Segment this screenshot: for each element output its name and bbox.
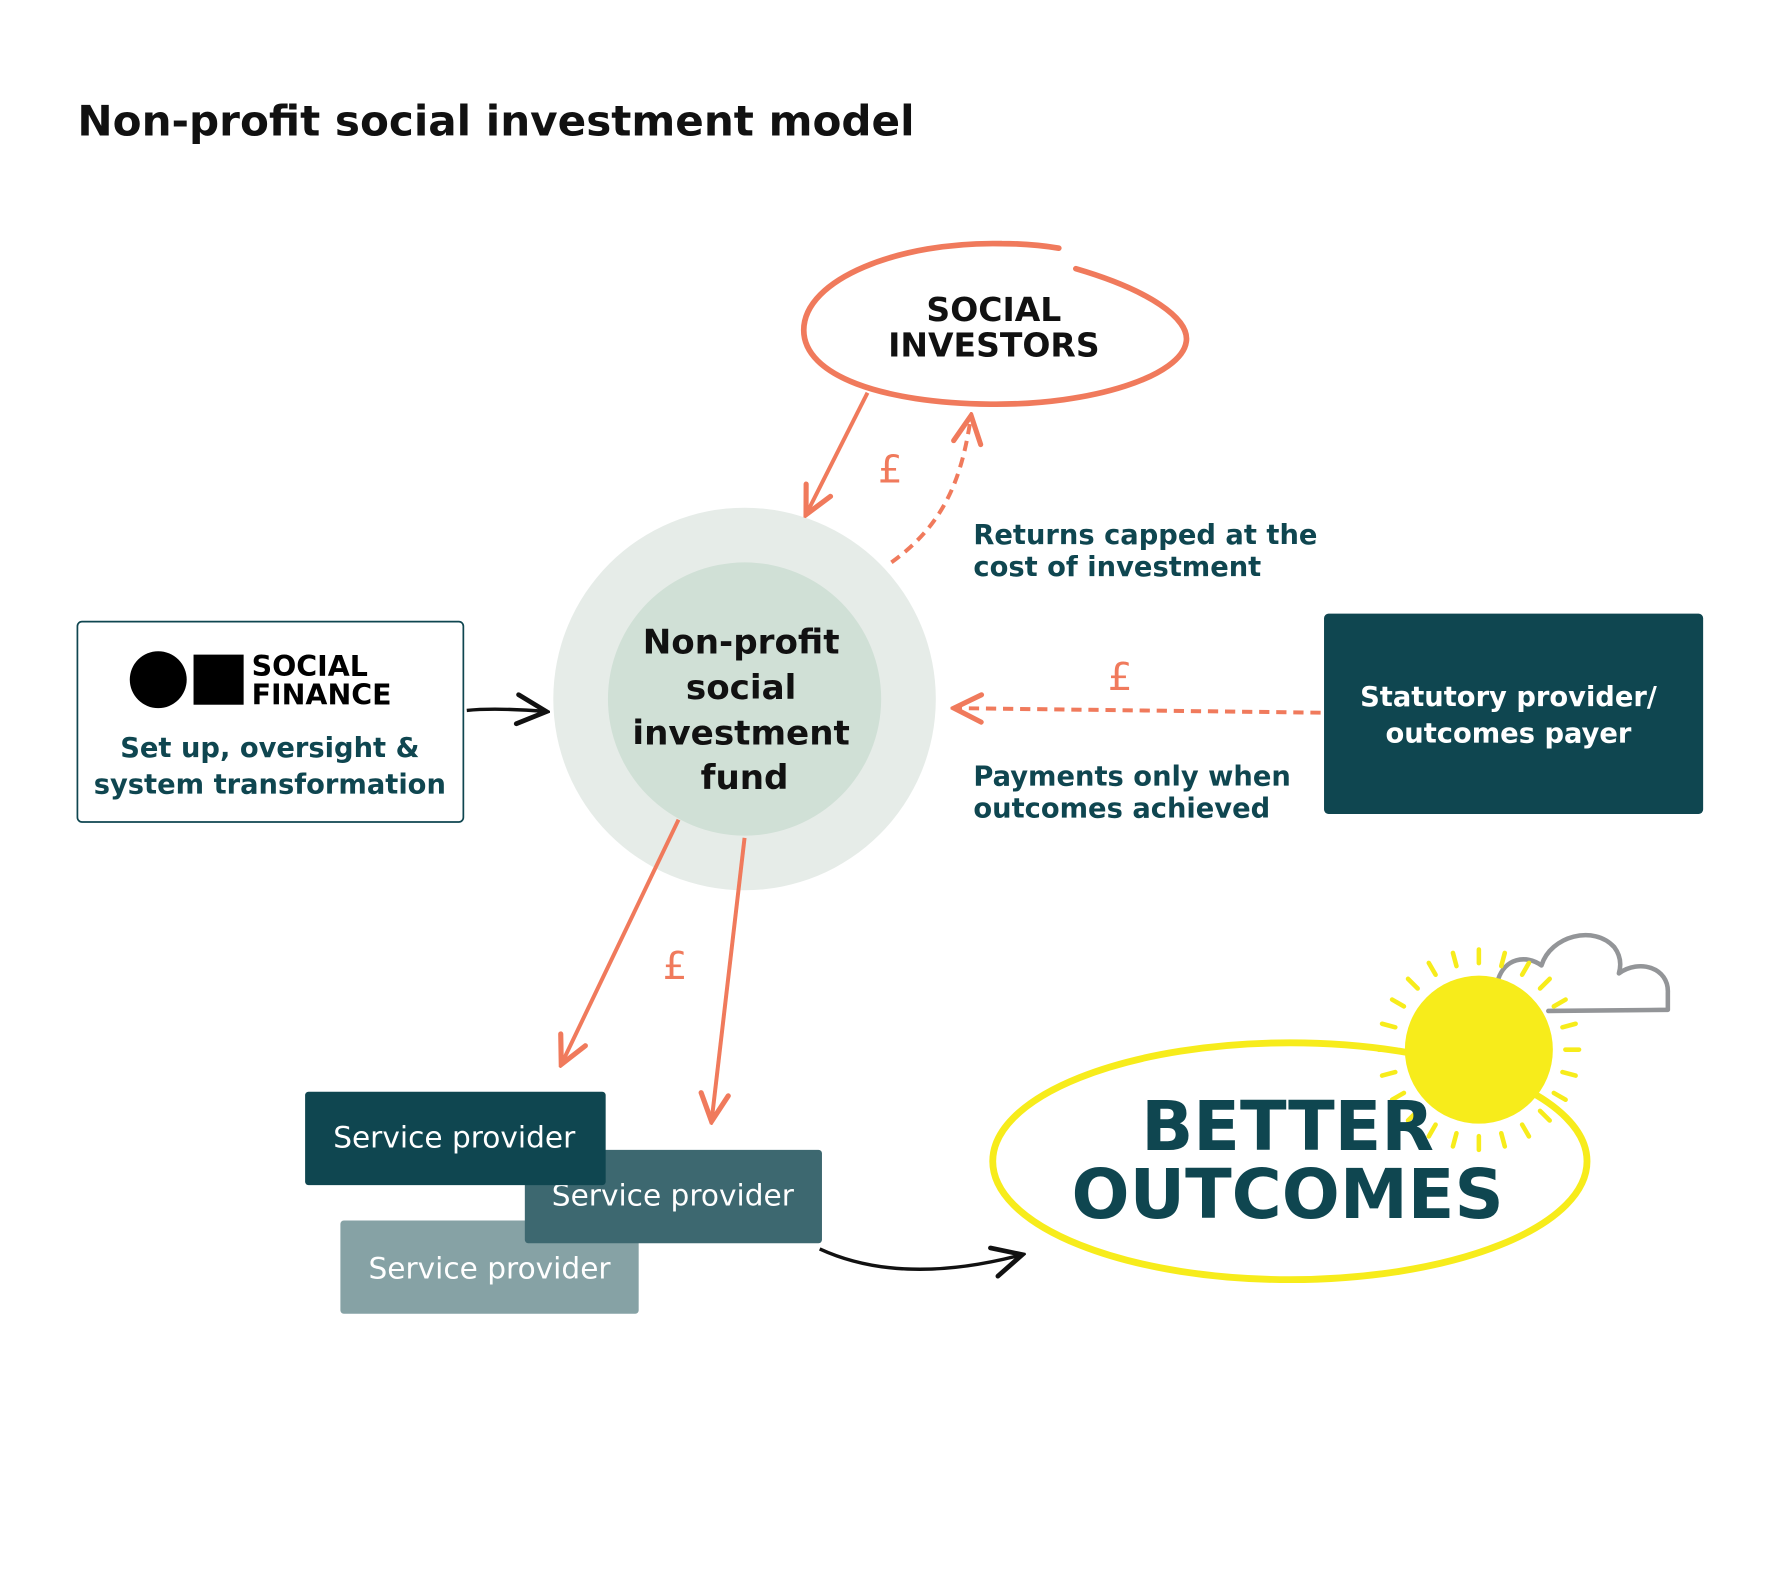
- sun-ray: [1560, 1021, 1578, 1030]
- sun-ray: [1551, 1090, 1568, 1103]
- social-finance-desc: Set up, oversight &: [120, 733, 419, 764]
- sun-ray: [1389, 997, 1407, 1009]
- payment-arrow: [954, 708, 1321, 713]
- pound-symbol: £: [1108, 655, 1133, 700]
- payments-note: outcomes achieved: [973, 793, 1270, 824]
- sun-ray: [1426, 960, 1438, 978]
- sun-ray: [1560, 1069, 1578, 1078]
- sun-ray: [1426, 1122, 1438, 1139]
- service-provider-label: Service provider: [368, 1251, 611, 1285]
- social-finance-box: SOCIAL FINANCE Set up, oversight & syste…: [76, 620, 465, 823]
- investment-arrow: [806, 391, 870, 515]
- sun-ray: [1519, 1122, 1532, 1139]
- sun-ray: [1405, 1108, 1420, 1123]
- service-provider-card: Service provider: [305, 1091, 606, 1186]
- arrow-to-fund: [466, 709, 547, 711]
- arrow-to-outcomes: [818, 1249, 1023, 1269]
- sun-ray: [1450, 1130, 1459, 1149]
- statutory-box: Statutory provider/ outcomes payer: [1324, 613, 1704, 815]
- social-investors-node: SOCIAL INVESTORS: [800, 240, 1190, 408]
- funding-arrow: [561, 818, 681, 1065]
- social-investors-ellipse: [800, 240, 1190, 408]
- returns-note: Returns capped at the: [973, 520, 1317, 551]
- fund-label: Non-profit: [643, 622, 840, 662]
- sun-ray: [1551, 997, 1568, 1009]
- statutory-label: outcomes payer: [1386, 718, 1632, 749]
- service-provider-label: Service provider: [333, 1121, 576, 1155]
- fund-inner-circle: [607, 562, 882, 836]
- pound-symbol: £: [878, 448, 903, 493]
- sun-ray: [1519, 960, 1532, 978]
- better-outcomes-node: BETTER OUTCOMES: [989, 932, 1671, 1284]
- logo-text: SOCIAL: [252, 650, 368, 683]
- returns-note: cost of investment: [973, 552, 1261, 583]
- fund-label: investment: [632, 714, 849, 754]
- logo-circle-icon: [129, 651, 187, 709]
- outcomes-label: BETTER: [1141, 1088, 1434, 1167]
- outcomes-label: OUTCOMES: [1072, 1156, 1504, 1235]
- statutory-label: Statutory provider/: [1360, 682, 1657, 713]
- service-provider-card: Service provider: [340, 1220, 639, 1314]
- page-title: Non-profit social investment model: [77, 96, 914, 145]
- logo-square-icon: [193, 654, 244, 705]
- payments-note: Payments only when: [973, 762, 1290, 793]
- sun-ray: [1389, 1090, 1407, 1103]
- sun-ray: [1498, 1130, 1508, 1149]
- fund-label: fund: [701, 758, 789, 798]
- sun-icon: [1376, 947, 1582, 1153]
- fund-node: Non-profit social investment fund: [553, 507, 936, 891]
- sun-ray: [1379, 1069, 1398, 1078]
- social-finance-desc: system transformation: [94, 770, 446, 801]
- sun-ray: [1537, 1108, 1552, 1123]
- outcomes-ellipse: [989, 1039, 1591, 1284]
- fund-label: social: [686, 668, 796, 708]
- logo-text: FINANCE: [252, 679, 392, 712]
- funding-arrow: [712, 837, 747, 1121]
- sun-ray: [1405, 976, 1420, 991]
- returns-arrow: [890, 416, 971, 565]
- social-investors-label: INVESTORS: [888, 325, 1100, 364]
- cloud-icon: [1495, 932, 1671, 1014]
- social-investors-label: SOCIAL: [926, 290, 1061, 329]
- sun-ray: [1498, 950, 1508, 969]
- sun-ray: [1450, 950, 1459, 969]
- sun-ray: [1537, 976, 1552, 991]
- sun-ray: [1379, 1021, 1398, 1030]
- pound-symbol: £: [663, 944, 688, 989]
